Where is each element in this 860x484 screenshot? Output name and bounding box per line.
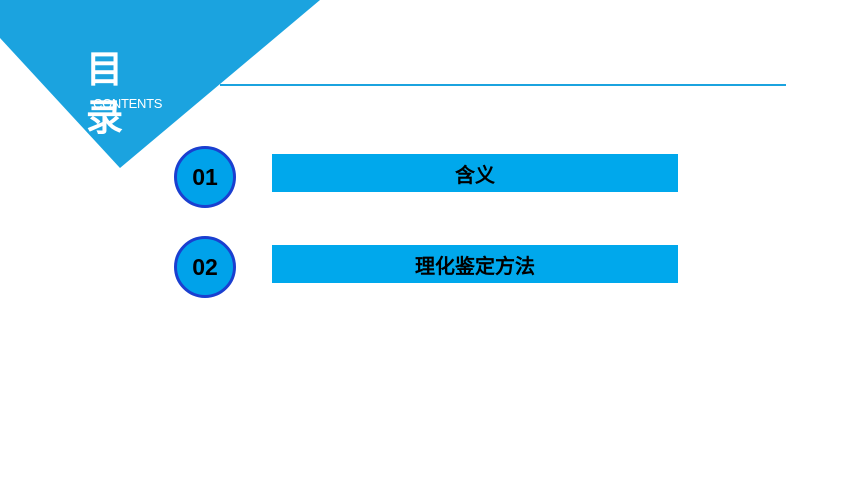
toc-item-2[interactable]: 02 理化鉴定方法 (174, 236, 678, 300)
toc-label-bar: 理化鉴定方法 (272, 245, 678, 283)
toc-item-1[interactable]: 01 含义 (174, 146, 678, 210)
toc-number-badge: 02 (174, 236, 236, 298)
toc-label-bar: 含义 (272, 154, 678, 192)
corner-triangle (0, 0, 320, 168)
slide-subtitle: CONTENTS (93, 96, 163, 111)
toc-number-badge: 01 (174, 146, 236, 208)
slide-title: 目 录 (86, 48, 129, 139)
divider-line (220, 84, 786, 86)
